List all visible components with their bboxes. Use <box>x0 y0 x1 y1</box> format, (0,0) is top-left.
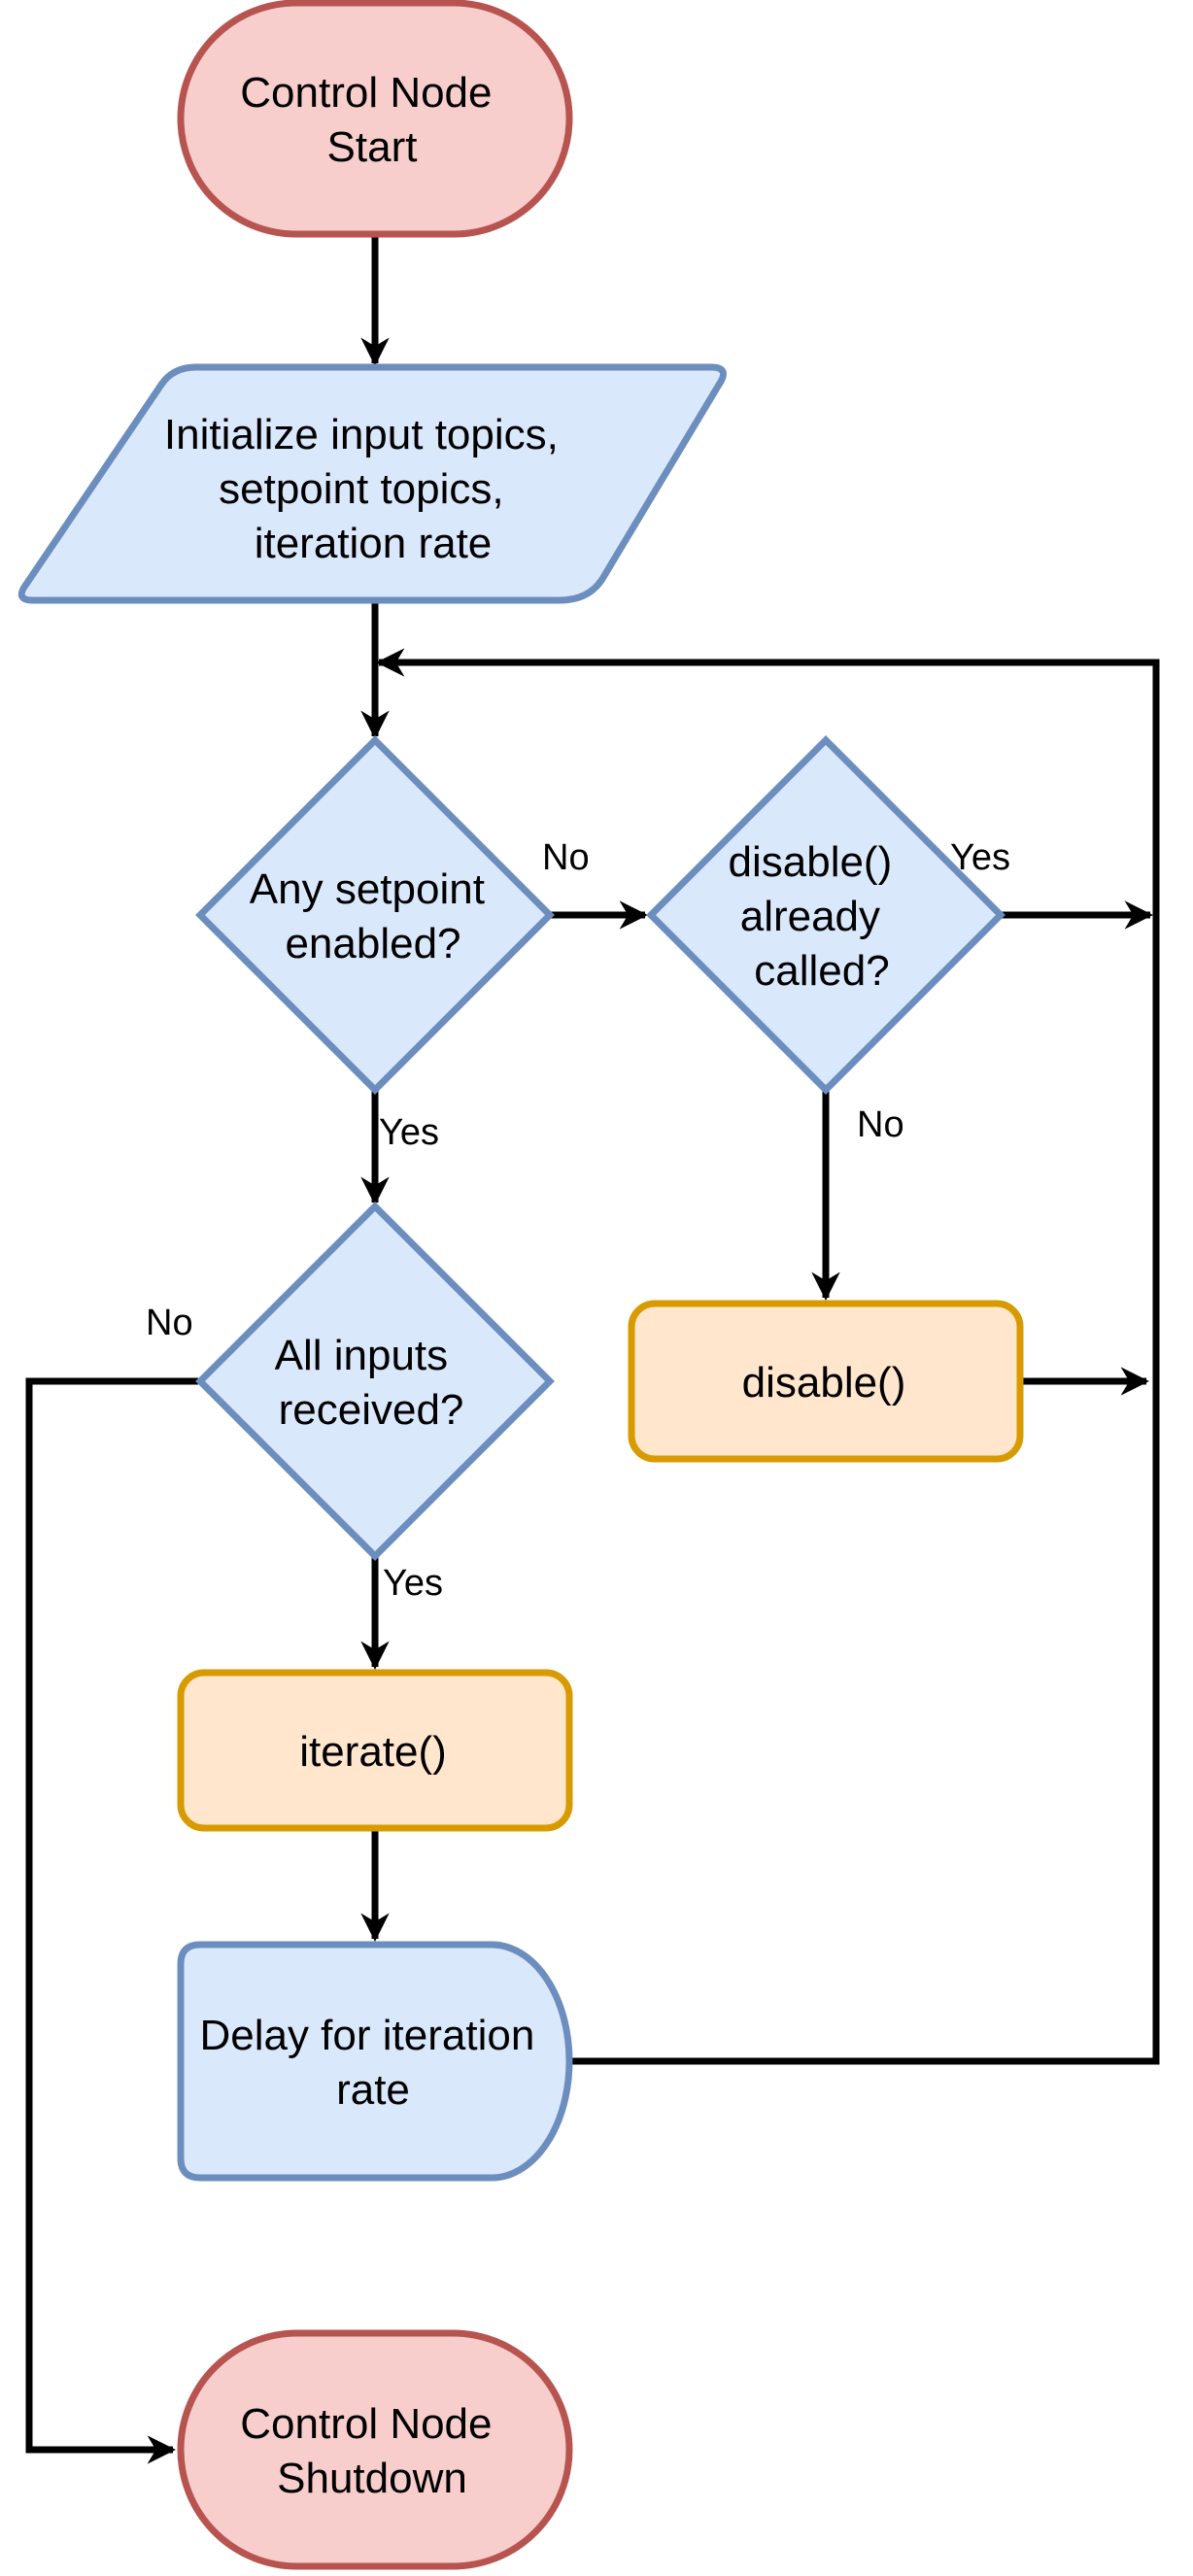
label-disable-called-no: No <box>857 1104 904 1145</box>
delay-node-label: Delay for iteration rate <box>199 2012 546 2114</box>
edge-all-inputs-no <box>25 1377 198 2464</box>
initialize-input-line-1: Initialize input topics, <box>164 411 559 458</box>
label-any-setpoint-yes: Yes <box>379 1112 439 1153</box>
edges <box>25 235 1160 2464</box>
initialize-input-line-2: setpoint topics, <box>219 465 504 513</box>
decision-any-setpoint-line-1: Any setpoint <box>250 865 485 913</box>
decision-disable-called-line-2: already <box>740 893 880 940</box>
decision-all-inputs: All inputs received? <box>195 1202 555 1561</box>
decision-disable-called: disable() already called? <box>646 735 1006 1095</box>
shutdown-terminal-label: Control Node Shutdown <box>240 2400 504 2502</box>
shutdown-terminal-line-2: Shutdown <box>277 2455 467 2502</box>
decision-disable-called-line-1: disable() <box>729 838 893 886</box>
process-disable: disable() <box>628 1300 1024 1463</box>
initialize-input-line-3: iteration rate <box>255 520 493 567</box>
decision-all-inputs-shape <box>195 1202 555 1561</box>
start-terminal-line-1: Control Node <box>240 69 492 117</box>
start-terminal-shape <box>177 0 573 238</box>
delay-node-shape <box>177 1941 573 2182</box>
shutdown-terminal-line-1: Control Node <box>240 2400 492 2448</box>
start-terminal: Control Node Start <box>177 0 573 238</box>
initialize-input-shape <box>17 363 727 604</box>
shutdown-terminal: Control Node Shutdown <box>177 2329 573 2570</box>
decision-disable-called-line-3: called? <box>754 947 889 995</box>
initialize-input-node: Initialize input topics, setpoint topics… <box>17 363 727 604</box>
edge-loop-back <box>376 648 1160 2065</box>
decision-disable-called-shape <box>646 735 1006 1095</box>
label-any-setpoint-no: No <box>542 837 590 878</box>
shutdown-terminal-shape <box>177 2329 573 2570</box>
start-terminal-line-2: Start <box>327 123 418 171</box>
edge-labels: No Yes Yes No No Yes <box>146 837 1010 1604</box>
delay-node-line-2: rate <box>336 2066 410 2114</box>
decision-all-inputs-line-2: received? <box>279 1386 464 1434</box>
decision-any-setpoint-line-2: enabled? <box>285 920 460 967</box>
decision-disable-called-label: disable() already called? <box>729 838 904 995</box>
delay-node-line-1: Delay for iteration <box>199 2012 534 2059</box>
decision-all-inputs-line-1: All inputs <box>275 1332 449 1379</box>
label-all-inputs-no: No <box>146 1303 193 1343</box>
decision-any-setpoint-label: Any setpoint enabled? <box>250 865 496 967</box>
decision-all-inputs-label: All inputs received? <box>275 1332 464 1434</box>
initialize-input-label: Initialize input topics, setpoint topics… <box>164 411 570 567</box>
process-disable-label: disable() <box>742 1359 906 1407</box>
delay-node: Delay for iteration rate <box>177 1941 573 2182</box>
decision-any-setpoint: Any setpoint enabled? <box>195 735 555 1095</box>
process-disable-shape <box>628 1300 1024 1463</box>
start-terminal-label: Control Node Start <box>240 69 504 171</box>
process-iterate-label: iterate() <box>299 1728 447 1776</box>
process-iterate-shape <box>177 1669 573 1832</box>
decision-any-setpoint-shape <box>195 735 555 1095</box>
process-iterate: iterate() <box>177 1669 573 1832</box>
label-all-inputs-yes: Yes <box>383 1563 443 1604</box>
